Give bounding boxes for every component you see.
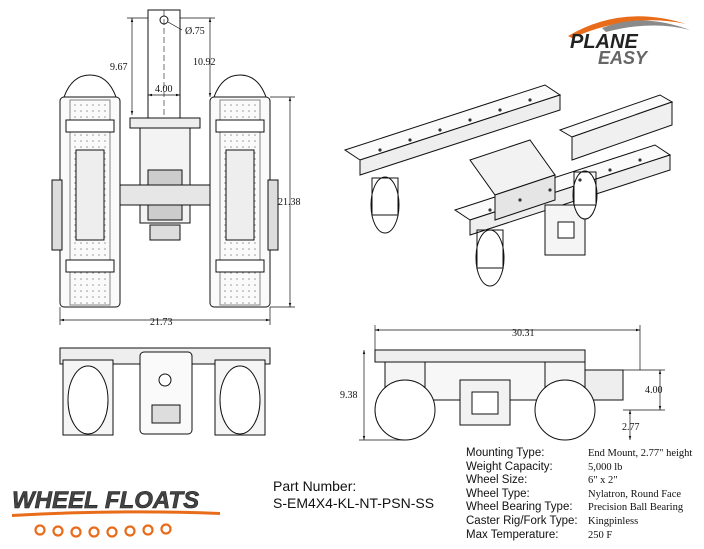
specs-table: Mounting Type:End Mount, 2.77" height We… — [466, 447, 692, 542]
right-caster-frame — [209, 74, 279, 308]
side-right-wheel — [534, 379, 596, 441]
wheel-3 — [572, 170, 598, 220]
left-caster-frame — [51, 74, 121, 308]
wheel-2 — [475, 229, 505, 287]
mount-height-side-label: 4.00 — [645, 385, 663, 396]
part-number-label: Part Number: — [273, 478, 357, 494]
wheel-floats-logo: WHEEL FLOATS — [12, 487, 220, 538]
overall-height-side-label: 9.38 — [340, 390, 358, 401]
mount-width-label: 4.00 — [155, 84, 173, 95]
part-number-block: Part Number: S-EM4X4-KL-NT-PSN-SS — [273, 478, 434, 512]
front-left-wheel — [67, 365, 109, 435]
overall-width-top-label: 21.73 — [150, 317, 173, 328]
spec-row: Max Temperature:250 F — [466, 528, 613, 541]
spec-row: Wheel Size:6" x 2" — [466, 474, 618, 487]
svg-text:PLANE: PLANE — [570, 31, 638, 53]
spec-row: Caster Rig/Fork Type:Kingpinless — [466, 514, 639, 527]
mount-offset-side-label: 2.77 — [622, 422, 640, 433]
overall-length-side-label: 30.31 — [512, 328, 535, 339]
top-view — [51, 9, 279, 308]
height-right-label: 10.92 — [193, 57, 216, 68]
pin-diameter-label: Ø.75 — [185, 26, 205, 37]
spec-row: Wheel Bearing Type:Precision Ball Bearin… — [466, 501, 684, 514]
svg-text:WHEEL FLOATS: WHEEL FLOATS — [12, 487, 199, 514]
side-left-wheel — [374, 379, 436, 441]
spec-row: Wheel Type:Nylatron, Round Face — [466, 487, 682, 500]
spec-row: Weight Capacity:5,000 lb — [466, 460, 623, 473]
height-left-label: 9.67 — [110, 62, 128, 73]
front-right-wheel — [219, 365, 261, 435]
front-view — [59, 347, 271, 436]
side-view — [374, 349, 624, 441]
part-number-value: S-EM4X4-KL-NT-PSN-SS — [273, 495, 435, 511]
spec-row: Mounting Type:End Mount, 2.77" height — [466, 447, 693, 459]
wheel-1 — [370, 176, 400, 234]
isometric-view — [343, 84, 674, 287]
svg-text:EASY: EASY — [598, 48, 649, 66]
center-axle-block — [119, 117, 211, 241]
overall-length-top-label: 21.38 — [278, 197, 301, 208]
plane-easy-logo: PLANE EASY — [568, 16, 690, 66]
